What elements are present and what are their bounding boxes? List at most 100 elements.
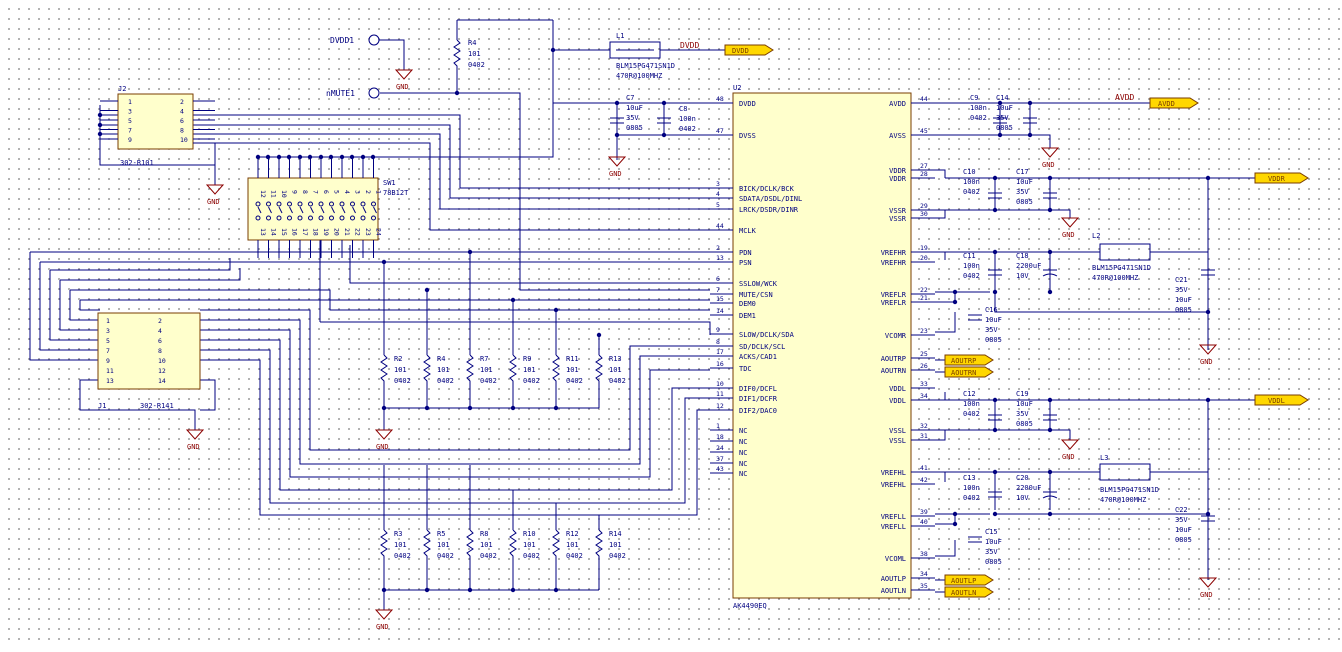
- u2-pin-number: 24: [716, 444, 724, 452]
- resistor-row-bottom: R31010402R51010402R81010402R101010402R12…: [380, 529, 626, 590]
- u2-pin-name: AOUTLP: [881, 575, 906, 583]
- u2-pin-name: MCLK: [739, 227, 757, 235]
- u2-pin-name: VDDR: [889, 167, 907, 175]
- sw1-pin-17: 17: [301, 228, 309, 236]
- u2-pin-number: 4: [716, 190, 720, 198]
- nmute1-port: nMUTE1: [326, 87, 380, 99]
- gnd-label: GND: [207, 198, 220, 206]
- aoutln-text: AOUTLN: [951, 589, 976, 597]
- u2-pin-number: 42: [920, 476, 928, 484]
- j1-pin-14: 14: [158, 377, 166, 385]
- capacitor-l2: 35V: [985, 548, 998, 556]
- resistor-designator: R12: [566, 530, 579, 538]
- l1-inductor: L1 BLM15PG471SN1D 470R@100MHZ: [609, 32, 675, 80]
- u2-pin-name: DIF1/DCFR: [739, 395, 778, 403]
- capacitor-l3: 0805: [1016, 198, 1033, 206]
- sw1-pin-6: 6: [322, 190, 330, 194]
- capacitor-l1: 35V: [1175, 286, 1188, 294]
- aoutln-flag: AOUTLN: [944, 586, 994, 598]
- sw1-pin-11: 11: [270, 190, 278, 198]
- sw1-pin-9: 9: [291, 190, 299, 194]
- vddr-flag-text: VDDR: [1268, 175, 1286, 183]
- j2-pin-7: 7: [128, 127, 132, 135]
- u2-pin-number: 6: [716, 275, 720, 283]
- u2-ak4490eq: U2 AK4490EQ 48DVDD47DVSS3BICK/DCLK/BCK4S…: [710, 84, 935, 610]
- u2-pin-number: 2: [716, 244, 720, 252]
- l3-inductor: L3 BLM15PG471SN1D 470R@100MHZ: [1099, 454, 1159, 504]
- sw1-pin-2: 2: [364, 190, 372, 194]
- gnd-label: GND: [376, 623, 389, 631]
- u2-pin-number: 22: [920, 286, 928, 294]
- u2-pin-number: 7: [716, 286, 720, 294]
- u2-pin-number: 26: [920, 362, 928, 370]
- resistor-value: 101: [394, 541, 407, 549]
- u2-left-wiring: [29, 19, 733, 610]
- gnd-label: GND: [1200, 358, 1213, 366]
- u2-pin-name: SD/DCLK/SCL: [739, 343, 785, 351]
- gnd-symbol: GND: [205, 184, 225, 206]
- u2-designator: U2: [733, 84, 741, 92]
- capacitor-l2: 0402: [970, 114, 987, 122]
- capacitor-l2: 0402: [963, 272, 980, 280]
- u2-pin-number: 13: [716, 254, 724, 262]
- dvdd-flag-shape: [724, 44, 774, 56]
- gnd-label: GND: [376, 443, 389, 451]
- u2-pin-name: LRCK/DSDR/DINR: [739, 206, 799, 214]
- r4-package: 0402: [468, 61, 485, 69]
- gnd-symbol: GND: [394, 69, 414, 91]
- u2-pin-number: 41: [920, 464, 928, 472]
- aoutrn-text: AOUTRN: [951, 369, 976, 377]
- capacitor-l2: 10V: [1016, 494, 1029, 502]
- u2-pin-number: 38: [920, 550, 928, 558]
- capacitor-designator: C13: [963, 474, 976, 482]
- sw1-pin-3: 3: [354, 190, 362, 194]
- sw1-pin-22: 22: [354, 228, 362, 236]
- u2-pin-number: 21: [920, 294, 928, 302]
- resistor-package: 0402: [394, 377, 411, 385]
- sw1-pin-13: 13: [259, 228, 267, 236]
- sw1-pin-8: 8: [301, 190, 309, 194]
- j2-designator: J2: [118, 85, 126, 93]
- capacitor-l1: 10uF: [626, 104, 643, 112]
- capacitor-l1: 100n: [963, 262, 980, 270]
- u2-pin-name: DVDD: [739, 100, 756, 108]
- u2-pin-number: 28: [920, 170, 928, 178]
- gnd-label: GND: [1200, 591, 1213, 599]
- l1-spec: 470R@100MHZ: [616, 72, 662, 80]
- resistor-package: 0402: [609, 552, 626, 560]
- sw1-pin-10: 10: [280, 190, 288, 198]
- u2-pin-number: 32: [920, 422, 928, 430]
- capacitor-designator: C12: [963, 390, 976, 398]
- junction-dots: [97, 47, 1211, 593]
- resistor-value: 101: [566, 366, 579, 374]
- resistor-value: 101: [609, 366, 622, 374]
- u2-pin-name: VDDL: [889, 397, 906, 405]
- capacitor-l1: 2200uF: [1016, 262, 1041, 270]
- u2-pin-number: 8: [716, 338, 720, 346]
- u2-pin-number: 15: [716, 295, 724, 303]
